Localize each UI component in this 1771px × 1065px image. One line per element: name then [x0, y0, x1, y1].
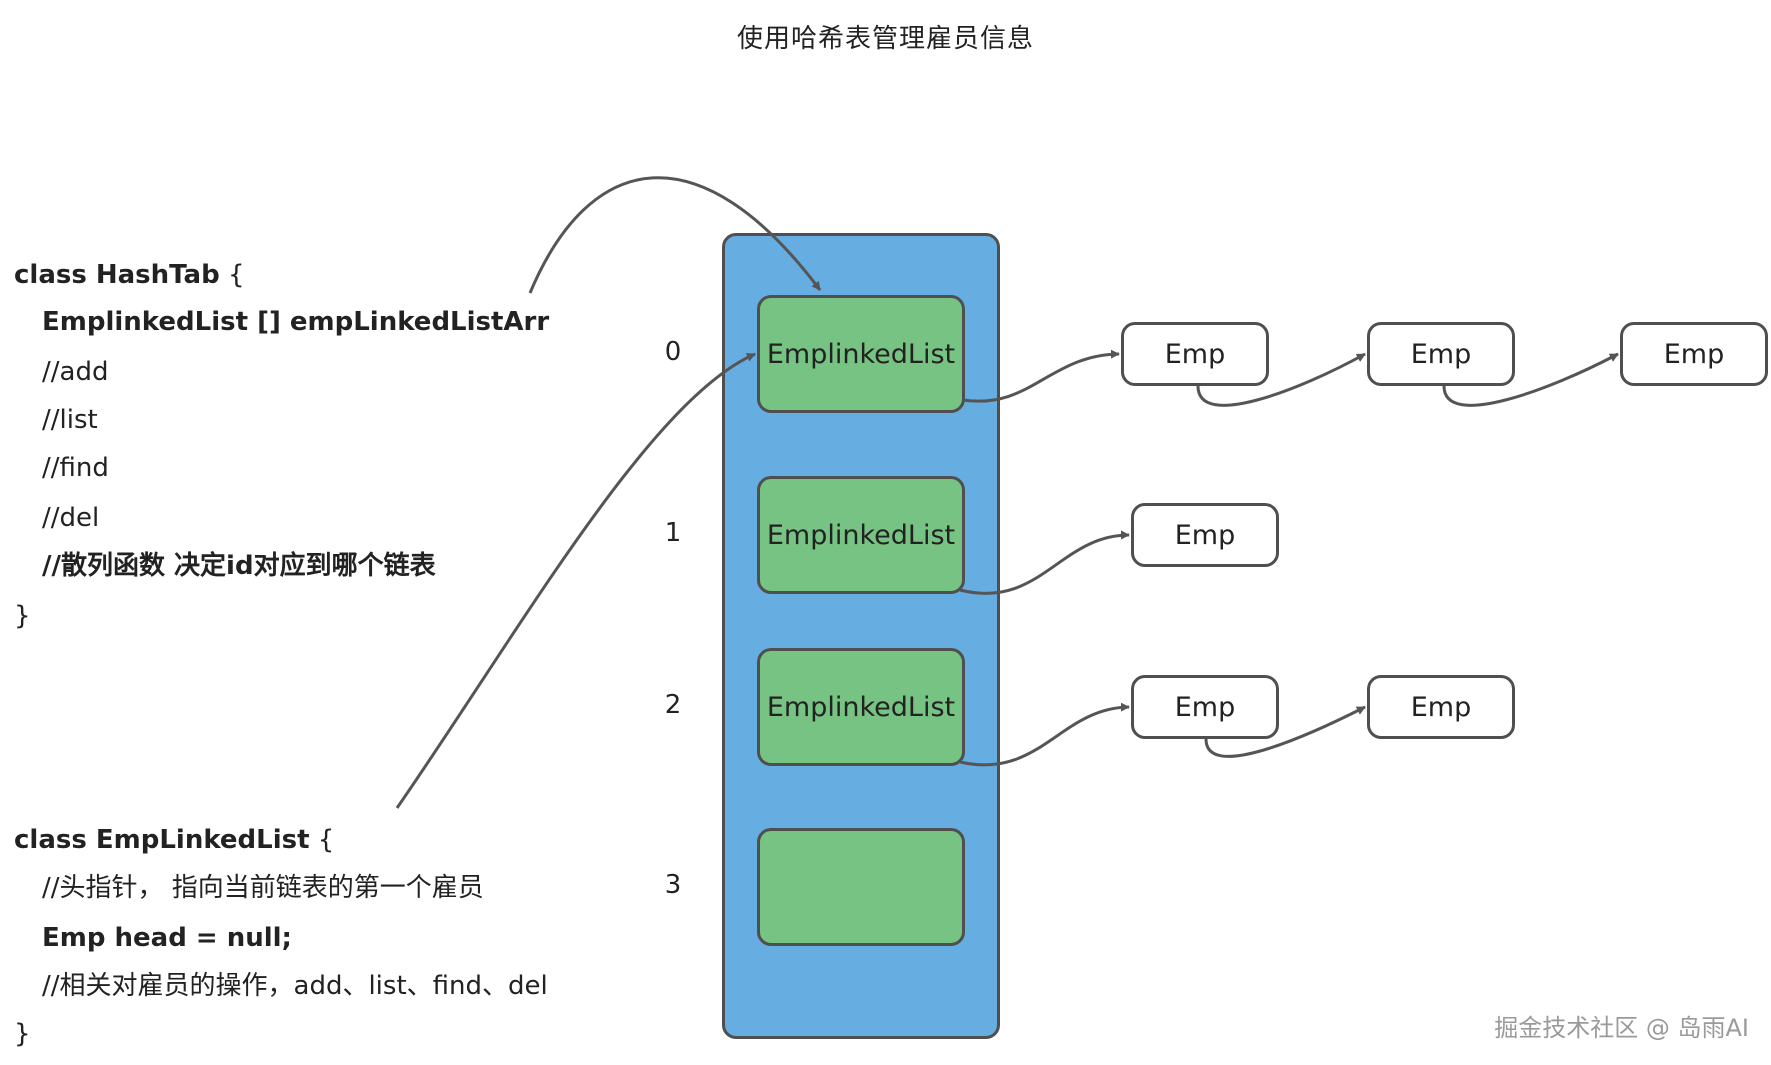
index-0: 0 [664, 337, 682, 367]
hashtab-comment-hash: //散列函数 决定id对应到哪个链表 [42, 551, 436, 581]
index-2: 2 [664, 690, 682, 720]
diagram-title: 使用哈希表管理雇员信息 [736, 24, 1034, 54]
hashtab-comment-find: //find [42, 453, 109, 483]
emplinkedlist-brace-open: { [309, 825, 335, 855]
emplinkedlist-comment-ops: //相关对雇员的操作，add、list、find、del [42, 971, 548, 1001]
emplinkedlist-comment-head: //头指针， 指向当前链表的第一个雇员 [42, 873, 484, 903]
arrow-hashtab-to-array [528, 176, 822, 294]
bucket-1-label: EmplinkedList [766, 519, 956, 551]
arrow-emp20-to-emp21 [1204, 705, 1366, 758]
emp-node-2-0: Emp [1131, 675, 1279, 739]
hashtab-comment-add: //add [42, 357, 109, 387]
arrow-emp01-to-emp02 [1442, 352, 1619, 407]
arrow-emp00-to-emp01 [1196, 352, 1366, 407]
emplinkedlist-class-keyword: class EmpLinkedList [14, 825, 310, 855]
emplinkedlist-class-line: class EmpLinkedList { [14, 825, 334, 855]
bucket-2: EmplinkedList [757, 648, 965, 766]
arrow-bucket0-to-emp00 [962, 349, 1120, 403]
index-1: 1 [664, 518, 682, 548]
hashtab-comment-del: //del [42, 503, 100, 533]
emp-node-0-1: Emp [1367, 322, 1515, 386]
hashtab-brace-close: } [14, 601, 31, 631]
hashtab-comment-list: //list [42, 405, 98, 435]
emp-node-1-0: Emp [1131, 503, 1279, 567]
emp-node-0-2: Emp [1620, 322, 1768, 386]
bucket-2-label: EmplinkedList [766, 691, 956, 723]
arrow-bucket2-to-emp20 [959, 702, 1130, 767]
hashtab-brace-open: { [219, 260, 245, 290]
emplinkedlist-brace-close: } [14, 1019, 31, 1049]
bucket-1: EmplinkedList [757, 476, 965, 594]
emp-node-0-0: Emp [1121, 322, 1269, 386]
hashtab-field-line: EmplinkedList [] empLinkedListArr [42, 307, 550, 337]
hashtab-class-line: class HashTab { [14, 260, 245, 290]
emplinkedlist-head-field: Emp head = null; [42, 923, 292, 953]
bucket-0-label: EmplinkedList [766, 338, 956, 370]
arrow-bucket1-to-emp10 [959, 530, 1130, 595]
hashtab-class-keyword: class HashTab [14, 260, 220, 290]
bucket-0: EmplinkedList [757, 295, 965, 413]
emp-node-2-1: Emp [1367, 675, 1515, 739]
index-3: 3 [664, 870, 682, 900]
arrow-emplinkedlist-to-bucket0 [395, 352, 756, 809]
watermark: 掘金技术社区 @ 岛雨AI [1494, 1014, 1749, 1042]
bucket-3 [757, 828, 965, 946]
